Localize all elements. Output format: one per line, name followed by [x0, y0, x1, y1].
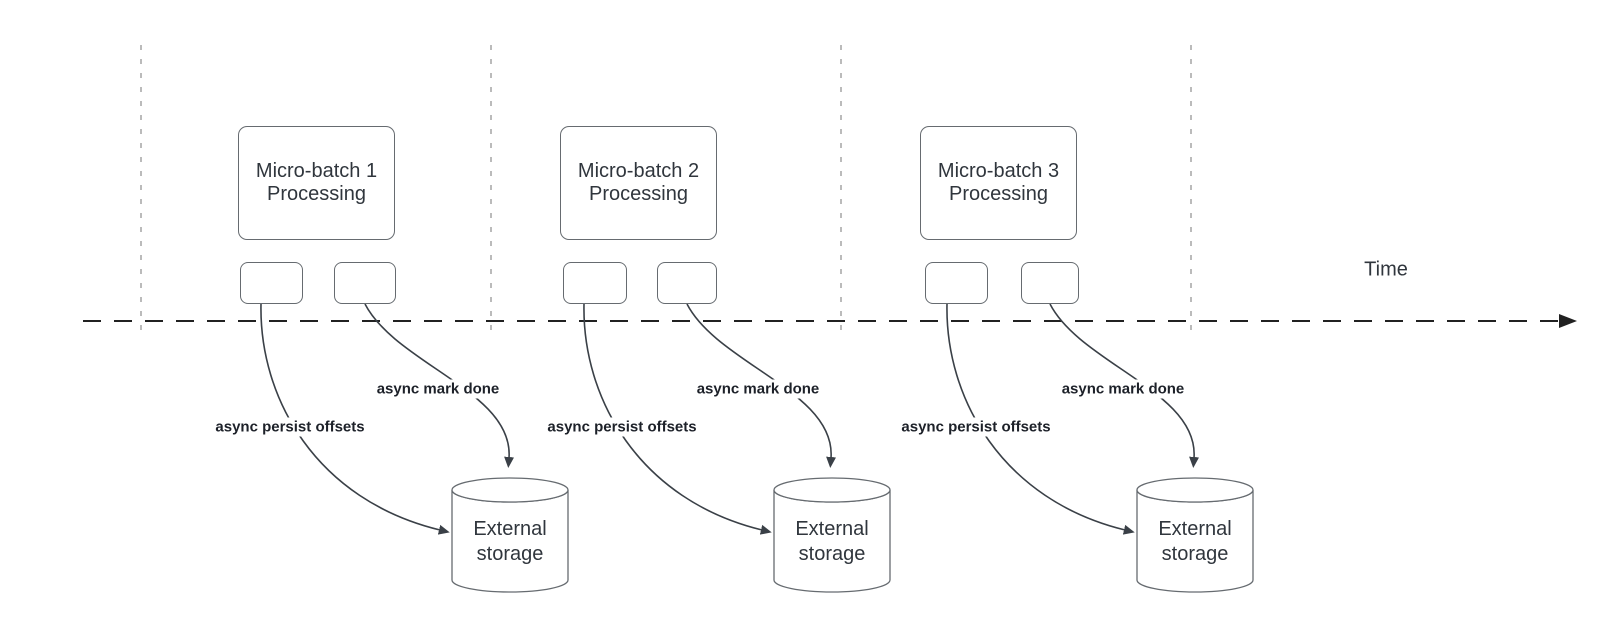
- offset-task-box-1: [240, 262, 303, 304]
- persist-offsets-label-2: async persist offsets: [544, 417, 700, 437]
- done-task-box-2: [657, 262, 717, 304]
- external-storage-label-3: External storage: [1158, 518, 1232, 565]
- mark-done-label-2: async mark done: [693, 379, 823, 399]
- mark-done-arrow-3: [1049, 303, 1200, 468]
- external-storage-cylinder-3: [1136, 477, 1254, 593]
- microbatch-1-processing-box: Micro-batch 1 Processing: [238, 126, 395, 240]
- external-storage-label-1: External storage: [473, 518, 547, 565]
- persist-offsets-label-3: async persist offsets: [898, 417, 1054, 437]
- done-task-box-1: [334, 262, 396, 304]
- mark-done-label-1: async mark done: [373, 379, 503, 399]
- persist-offsets-arrow-2: [583, 303, 772, 535]
- offset-task-box-3: [925, 262, 988, 304]
- mark-done-arrow-1: [364, 303, 515, 468]
- mark-done-arrow-2: [686, 303, 837, 468]
- persist-offsets-arrow-1: [260, 303, 450, 535]
- external-storage-label-2: External storage: [795, 518, 869, 565]
- microbatch-3-processing-label: Micro-batch 3 Processing: [937, 160, 1060, 205]
- external-storage-cylinder-1: [451, 477, 569, 593]
- time-axis-label: Time: [1364, 258, 1408, 281]
- microbatch-2-processing-box: Micro-batch 2 Processing: [560, 126, 717, 240]
- persist-offsets-label-1: async persist offsets: [212, 417, 368, 437]
- mark-done-label-3: async mark done: [1058, 379, 1188, 399]
- microbatch-1-processing-label: Micro-batch 1 Processing: [255, 160, 378, 205]
- done-task-box-3: [1021, 262, 1079, 304]
- persist-offsets-arrow-3: [946, 303, 1135, 535]
- external-storage-cylinder-2: [773, 477, 891, 593]
- microbatch-2-processing-label: Micro-batch 2 Processing: [577, 160, 700, 205]
- microbatch-3-processing-box: Micro-batch 3 Processing: [920, 126, 1077, 240]
- offset-task-box-2: [563, 262, 627, 304]
